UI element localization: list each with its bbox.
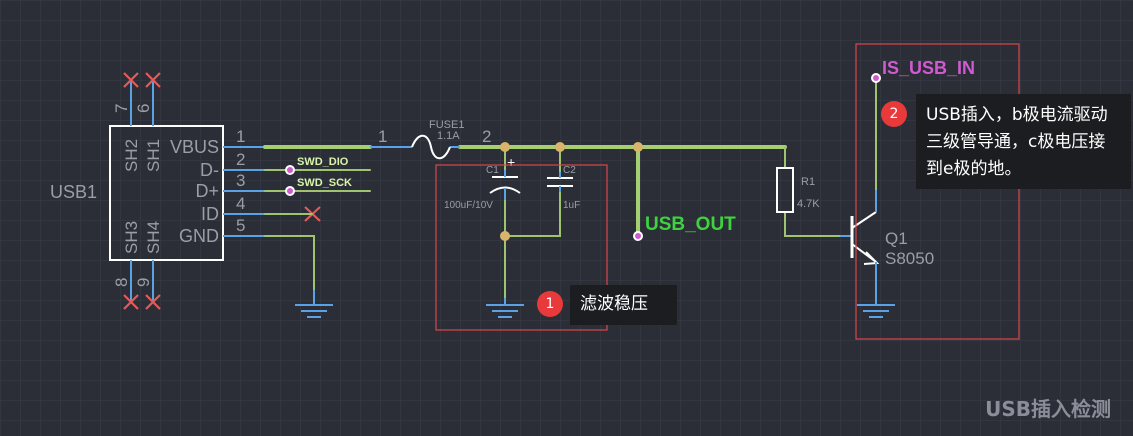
annotation-badge-1[interactable]: 1 xyxy=(537,291,563,317)
frame-filter xyxy=(435,164,608,331)
ground-symbol-usb xyxy=(295,290,333,318)
annotation-note-2: USB插入，b极电流驱动三级管导通，c极电压接到e极的地。 xyxy=(916,94,1131,189)
r1-value: 4.7K xyxy=(797,198,820,210)
shield-number-8: 8 xyxy=(112,278,131,287)
c1-value: 100uF/10V xyxy=(444,200,493,211)
usb-connector-body xyxy=(109,125,224,261)
pin-number-3: 3 xyxy=(236,171,245,190)
pin-number-4: 4 xyxy=(236,194,245,213)
shield-label-sh3: SH3 xyxy=(122,221,141,254)
usb-shield-pins xyxy=(130,80,154,302)
shield-number-6: 6 xyxy=(134,104,153,113)
annotation-badge-2[interactable]: 2 xyxy=(881,101,907,127)
pin-name-gnd: GND xyxy=(179,226,219,246)
shield-number-9: 9 xyxy=(134,278,153,287)
junction-usb-out xyxy=(633,142,643,152)
ground-symbol-q1 xyxy=(857,300,895,318)
capacitor-c1[interactable]: + C1 100uF/10V xyxy=(444,154,521,211)
annotation-note-1: 滤波稳压 xyxy=(570,285,677,325)
net-label-usb-out[interactable]: USB_OUT xyxy=(645,214,736,235)
pin-name-id: ID xyxy=(201,204,219,224)
c1-designator: C1 xyxy=(486,165,499,176)
frame-detect xyxy=(855,43,1020,340)
pin-name-dplus: D+ xyxy=(195,181,219,201)
q1-designator: Q1 xyxy=(885,229,908,248)
fuse-designator: FUSE1 xyxy=(429,119,464,131)
shield-label-sh4: SH4 xyxy=(144,221,163,254)
fuse-pin1-label: 1 xyxy=(378,127,387,146)
fuse-value: 1.1A xyxy=(437,130,460,142)
ground-symbols xyxy=(295,290,895,318)
net-flag-usb-out-dot xyxy=(635,233,641,239)
ground-symbol-caps xyxy=(486,298,524,318)
usb-designator: USB1 xyxy=(50,182,97,202)
pin-name-vbus: VBUS xyxy=(170,137,219,157)
resistor-r1[interactable]: R1 4.7K xyxy=(776,167,820,213)
r1-body xyxy=(776,167,794,213)
junction-cap-bottom xyxy=(500,231,510,241)
wires xyxy=(263,79,877,299)
pin-number-1: 1 xyxy=(236,127,245,146)
shield-label-sh2: SH2 xyxy=(122,139,141,172)
c2-designator: C2 xyxy=(563,165,576,176)
net-label-is-usb-in[interactable]: IS_USB_IN xyxy=(882,58,975,78)
c2-value: 1uF xyxy=(563,200,580,211)
r1-designator: R1 xyxy=(801,176,815,188)
junction-c1 xyxy=(500,142,510,152)
shield-label-sh1: SH1 xyxy=(144,139,163,172)
transistor-q1[interactable]: Q1 S8050 xyxy=(840,190,934,300)
net-flags xyxy=(285,73,881,241)
usb-right-pins xyxy=(223,146,265,237)
junctions xyxy=(500,142,643,241)
wire-gnd xyxy=(264,235,315,291)
net-flag-is-usb-in-dot xyxy=(873,75,879,81)
net-label-swd-sck[interactable]: SWD_SCK xyxy=(297,177,352,189)
fuse-pin2-label: 2 xyxy=(482,127,491,146)
capacitor-c2[interactable]: C2 1uF xyxy=(547,165,580,211)
fuse[interactable]: FUSE1 1.1A 1 2 xyxy=(370,119,491,160)
junction-c2 xyxy=(555,142,565,152)
wire-r1-base xyxy=(784,211,841,237)
page-title: USB插入检测 xyxy=(985,397,1111,421)
pin-number-5: 5 xyxy=(236,216,245,235)
shield-number-7: 7 xyxy=(112,104,131,113)
net-flag-sck-dot xyxy=(287,188,293,194)
net-label-swd-dio[interactable]: SWD_DIO xyxy=(297,156,349,168)
pin-number-2: 2 xyxy=(236,150,245,169)
net-flag-dio-dot xyxy=(287,167,293,173)
c1-plate-bottom xyxy=(489,186,521,194)
c1-polarity: + xyxy=(507,154,515,170)
q1-value: S8050 xyxy=(885,249,934,268)
pin-name-dminus: D- xyxy=(200,160,219,180)
fuse-body xyxy=(411,134,451,160)
wire-cap-bottom xyxy=(504,189,561,237)
